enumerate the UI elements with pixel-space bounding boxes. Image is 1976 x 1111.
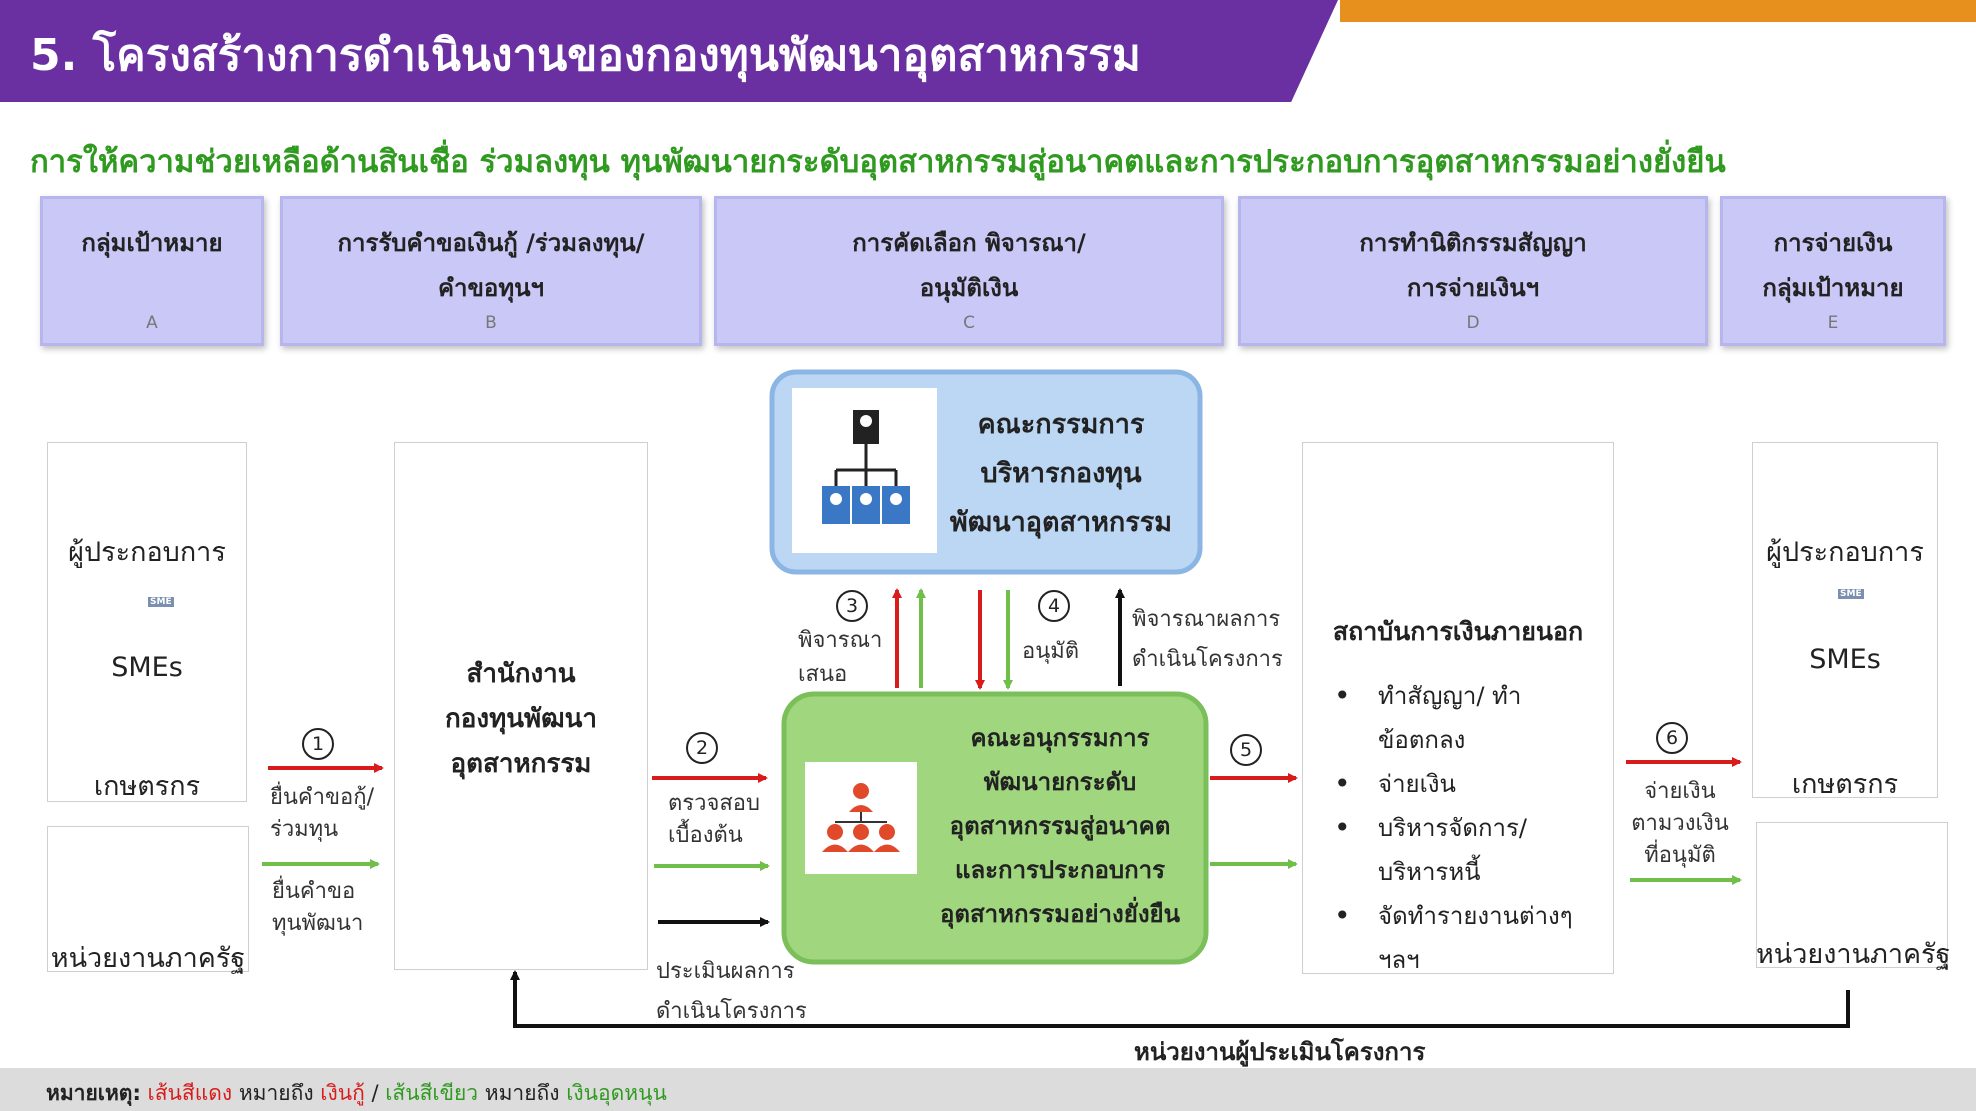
org-chart-icon — [822, 410, 910, 524]
step-2-label: ตรวจสอบเบื้องต้น — [668, 791, 760, 848]
column-b-letter: B — [485, 313, 497, 333]
column-d-letter: D — [1466, 313, 1480, 333]
legend-means-1: หมายถึง — [238, 1081, 314, 1105]
target-operator-label-right: ผู้ประกอบการ — [1766, 537, 1924, 568]
legend-green-line: เส้นสีเขียว — [385, 1081, 479, 1105]
column-e-title-line2: กลุ่มเป้าหมาย — [1762, 274, 1904, 302]
column-a-letter: A — [146, 313, 158, 333]
column-header-c: การคัดเลือก พิจารณา/อนุมัติเงิน C — [714, 196, 1224, 346]
step-3-number: 3 — [836, 590, 868, 622]
step-2-number: 2 — [686, 732, 718, 764]
board-title-line2: บริหารกองทุน — [980, 458, 1142, 489]
target-sme-label-right: SMEs — [1809, 644, 1881, 675]
sme-badge: SME — [148, 597, 174, 607]
target-farmer-label: เกษตรกร — [93, 771, 201, 802]
column-header-d: การทำนิติกรรมสัญญาการจ่ายเงินฯ D — [1238, 196, 1708, 346]
column-a-title: กลุ่มเป้าหมาย — [81, 229, 223, 257]
column-c-title-line1: การคัดเลือก พิจารณา/ — [852, 229, 1086, 257]
office-title-line2: กองทุนพัฒนา — [445, 704, 597, 734]
column-c-letter: C — [963, 313, 975, 333]
column-c-title-line2: อนุมัติเงิน — [919, 274, 1019, 302]
office-title-line1: สำนักงาน — [466, 659, 576, 689]
column-b-title-line1: การรับคำขอเงินกู้ /ร่วมลงทุน/ — [337, 229, 645, 257]
column-e-title-line1: การจ่ายเงิน — [1773, 229, 1893, 257]
subcommittee-title-line2: พัฒนายกระดับ — [983, 768, 1137, 796]
subcommittee-title-line5: อุตสาหกรรมอย่างยั่งยืน — [940, 900, 1180, 928]
target-government-label: หน่วยงานภาครัฐ — [50, 943, 246, 974]
legend-means-2: หมายถึง — [484, 1081, 560, 1105]
team-icon — [822, 783, 900, 852]
government-box — [47, 826, 249, 972]
finance-task-pay: จ่ายเงิน — [1334, 762, 1573, 806]
step-1-grant-label: ยื่นคำขอทุนพัฒนา — [272, 879, 364, 936]
legend-separator: / — [371, 1081, 379, 1105]
page-subtitle: การให้ความช่วยเหลือด้านสินเชื่อ ร่วมลงทุ… — [30, 144, 1726, 180]
column-d-title-line1: การทำนิติกรรมสัญญา — [1359, 229, 1587, 257]
legend-bar — [0, 1068, 1976, 1111]
arrow-evaluator-feedback — [510, 970, 1850, 1028]
step-1-number: 1 — [302, 728, 334, 760]
step-6-number: 6 — [1656, 722, 1688, 754]
office-title: สำนักงาน กองทุนพัฒนา อุตสาหกรรม — [394, 652, 648, 787]
subcommittee-box — [781, 691, 1209, 965]
step-1-label: ยื่นคำขอกู้/ร่วมทุน — [270, 785, 374, 842]
step-6-label: จ่ายเงินตามวงเงินที่อนุมัติ — [1631, 779, 1729, 868]
column-header-e: การจ่ายเงินกลุ่มเป้าหมาย E — [1720, 196, 1946, 346]
government-box-right — [1756, 822, 1948, 968]
finance-title: สถาบันการเงินภายนอก — [1332, 617, 1584, 646]
target-group-box-right — [1752, 442, 1938, 798]
subcommittee-title-line4: และการประกอบการ — [954, 856, 1166, 884]
title-band — [0, 0, 1338, 102]
office-title-line3: อุตสาหกรรม — [450, 749, 592, 779]
column-d-title-line2: การจ่ายเงินฯ — [1406, 274, 1540, 302]
accent-bar — [1340, 0, 1976, 22]
target-government-label-right: หน่วยงานภาครัฐ — [1756, 939, 1951, 970]
legend: หมายเหตุ: เส้นสีแดง หมายถึง เงินกู้ / เส… — [46, 1077, 667, 1110]
step-5-number: 5 — [1230, 734, 1262, 766]
step-4-number: 4 — [1038, 590, 1070, 622]
board-title: คณะกรรมการ บริหารกองทุน พัฒนาอุตสาหกรรม — [936, 400, 1186, 547]
legend-red-line: เส้นสีแดง — [147, 1081, 233, 1105]
legend-prefix: หมายเหตุ: — [46, 1081, 141, 1105]
target-sme-label: SMEs — [111, 652, 183, 683]
target-operator-label: ผู้ประกอบการ — [68, 537, 226, 568]
target-group-box — [47, 442, 247, 802]
board-title-line3: พัฒนาอุตสาหกรรม — [949, 507, 1173, 538]
sme-badge-right: SME — [1838, 589, 1864, 599]
page-title: 5. โครงสร้างการดำเนินงานของกองทุนพัฒนาอุ… — [30, 30, 1141, 81]
office-box — [394, 442, 648, 970]
subcommittee-title-line1: คณะอนุกรรมการ — [970, 724, 1150, 752]
column-header-b: การรับคำขอเงินกู้ /ร่วมลงทุน/คำขอทุนฯ B — [280, 196, 702, 346]
step-3-label: พิจารณาเสนอ — [798, 628, 883, 687]
column-e-letter: E — [1827, 313, 1839, 333]
step-4-label: อนุมัติ — [1022, 639, 1080, 664]
step-2-evaluate-label: ประเมินผลการดำเนินโครงการ — [656, 959, 807, 1024]
legend-subsidy: เงินอุดหนุน — [566, 1081, 667, 1105]
finance-task-manage: บริหารจัดการ/บริหารหนี้ — [1334, 806, 1573, 894]
subcommittee-title-line3: อุตสาหกรรมสู่อนาคต — [949, 812, 1171, 840]
finance-task-contract: ทำสัญญา/ ทำข้อตกลง — [1334, 674, 1573, 762]
board-title-line1: คณะกรรมการ — [977, 409, 1145, 440]
subcommittee-title: คณะอนุกรรมการ พัฒนายกระดับ อุตสาหกรรมสู่… — [920, 716, 1200, 936]
evaluator-label: หน่วยงานผู้ประเมินโครงการ — [1134, 1038, 1426, 1066]
step-4-consider-label: พิจารณาผลการดำเนินโครงการ — [1132, 607, 1283, 672]
legend-loan: เงินกู้ — [320, 1081, 365, 1105]
column-header-a: กลุ่มเป้าหมาย A — [40, 196, 264, 346]
target-farmer-label-right: เกษตรกร — [1791, 769, 1899, 800]
finance-task-list: ทำสัญญา/ ทำข้อตกลง จ่ายเงิน บริหารจัดการ… — [1334, 674, 1573, 982]
column-b-title-line2: คำขอทุนฯ — [437, 274, 545, 302]
